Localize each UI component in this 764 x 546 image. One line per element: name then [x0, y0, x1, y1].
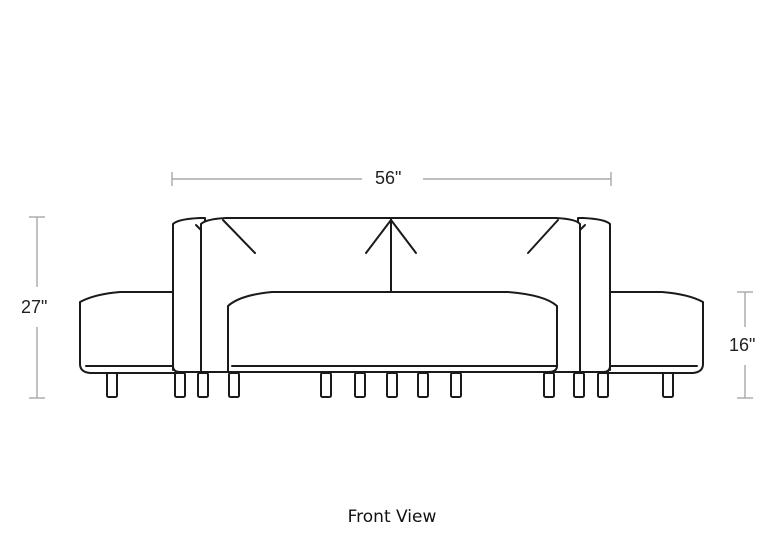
- right-outer-arm: [577, 217, 611, 373]
- leg: [573, 372, 585, 398]
- leg: [417, 372, 429, 398]
- left-ottoman: [79, 291, 177, 374]
- legs: [106, 372, 674, 398]
- leg: [106, 372, 118, 398]
- leg: [174, 372, 186, 398]
- leg: [320, 372, 332, 398]
- fold-line: [527, 219, 559, 254]
- overall-height-dimension-line: [29, 216, 45, 399]
- leg: [543, 372, 555, 398]
- seat-height-dimension-label: 16": [729, 335, 756, 355]
- seat-height-dimension-line: [737, 291, 753, 399]
- seat-cushion: [227, 291, 558, 373]
- leg: [662, 372, 674, 398]
- right-ottoman: [607, 291, 704, 374]
- fold-line: [222, 219, 256, 254]
- leg: [197, 372, 209, 398]
- leg: [450, 372, 462, 398]
- view-caption: Front View: [347, 507, 437, 527]
- leg: [597, 372, 609, 398]
- width-dimension-line: [171, 172, 612, 186]
- leg: [386, 372, 398, 398]
- width-dimension-label: 56": [375, 168, 402, 188]
- leg: [228, 372, 240, 398]
- fold-line: [390, 219, 417, 254]
- overall-height-dimension-label: 27": [21, 297, 48, 317]
- leg: [354, 372, 366, 398]
- fold-line: [365, 219, 392, 254]
